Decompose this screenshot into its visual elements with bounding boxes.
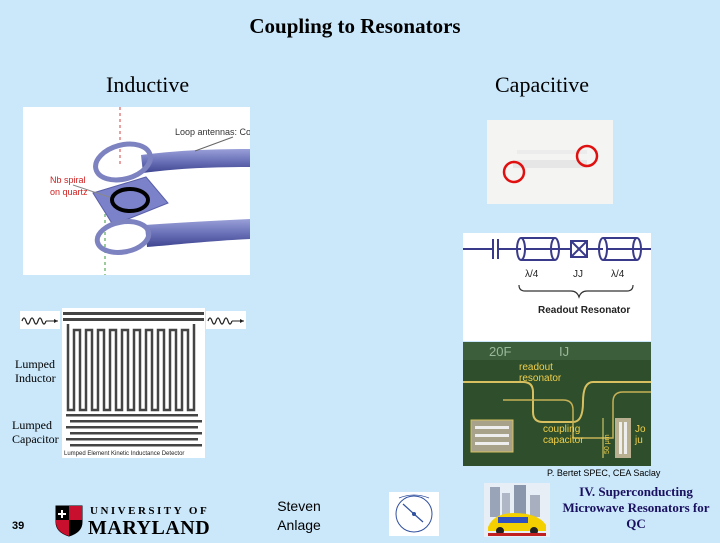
figure-credit: P. Bertet SPEC, CEA Saclay [547, 468, 661, 478]
chip-corner-label-1: 20F [489, 344, 511, 359]
maryland-logo: UNIVERSITY OF MARYLAND [55, 505, 210, 539]
wave-icon [207, 317, 244, 325]
university-logo: UNIVERSITY OF MARYLAND [52, 500, 232, 539]
chip-coupling-label-2: capacitor [543, 435, 584, 446]
bracket [518, 284, 634, 299]
city-car-image [484, 483, 550, 537]
author-name: Steven Anlage [277, 498, 321, 533]
right-coupling-circle [575, 144, 599, 168]
slide-title: Coupling to Resonators [249, 14, 461, 38]
logo-bottom-text: MARYLAND [88, 517, 210, 538]
chip-micrograph: 20F IJ readout resonator coupling capaci… [463, 342, 651, 466]
lumped-capacitor-label: Lumped Capacitor [12, 418, 59, 446]
loop-antenna-annotation: Loop antennas: Coax cables [175, 127, 250, 137]
bottom-loop-antenna [94, 219, 152, 255]
chip-scale-label: 50 μm [604, 434, 611, 454]
nb-spiral [110, 187, 150, 213]
chip-right-label-1: Jo [635, 424, 646, 435]
slide-number: 39 [12, 520, 25, 532]
top-loop-antenna [93, 141, 153, 183]
lumped-caption: Lumped Element Kinetic Inductance Detect… [64, 451, 184, 457]
chip-right-label-2: ju [634, 435, 643, 446]
readout-resonator-label: Readout Resonator [538, 305, 630, 316]
capacitive-gap-diagram [502, 144, 599, 184]
left-coupling-circle [502, 160, 526, 184]
bottom-coax-cable [145, 219, 250, 247]
resonator-circuit: λ/4 JJ λ/4 Readout Resonator [463, 237, 651, 316]
footer-title: IV. Superconducting Microwave Resonators… [562, 484, 710, 531]
chip-coupling-label-1: coupling [543, 424, 580, 435]
quartz-substrate [92, 176, 169, 226]
micrograph-image: 20F IJ readout resonator coupling capaci… [463, 342, 651, 466]
maryland-shield-icon [55, 505, 83, 537]
capacitive-coupling-figure [487, 120, 613, 204]
wave-icon [21, 317, 58, 325]
spiral-annotation-line1: Nb spiral [50, 175, 86, 185]
center-logo [389, 492, 439, 536]
capacitive-header: Capacitive [495, 72, 590, 97]
lumped-resonator-drawing: Lumped Element Kinetic Inductance Detect… [63, 312, 204, 457]
jj-label: JJ [573, 269, 583, 280]
chip-corner-label-2: IJ [559, 344, 569, 359]
meander-inductor [66, 324, 196, 412]
right-feed-wave [206, 311, 246, 329]
loop-antenna-diagram: Loop antennas: Coax cables Nb spiral on … [50, 107, 290, 275]
chip-readout-label-1: readout [519, 362, 553, 373]
logo-top-text: UNIVERSITY OF [90, 505, 209, 517]
left-feed-wave [20, 311, 60, 329]
lambda-right-label: λ/4 [611, 269, 625, 280]
chip-readout-label-2: resonator [519, 373, 562, 384]
inductive-coupling-figure: Loop antennas: Coax cables Nb spiral on … [23, 107, 290, 275]
inductive-header: Inductive [106, 72, 190, 97]
readout-resonator-schematic: λ/4 JJ λ/4 Readout Resonator [463, 233, 651, 341]
lumped-inductor-label: Lumped Inductor [15, 357, 56, 385]
spiral-annotation-line2: on quartz [50, 187, 88, 197]
lambda-left-label: λ/4 [525, 269, 539, 280]
top-coax-cable [141, 149, 250, 173]
superconductivity-center-icon [395, 494, 433, 533]
city-car-picture [488, 485, 546, 536]
lumped-element-figure: Lumped Element Kinetic Inductance Detect… [62, 308, 205, 458]
